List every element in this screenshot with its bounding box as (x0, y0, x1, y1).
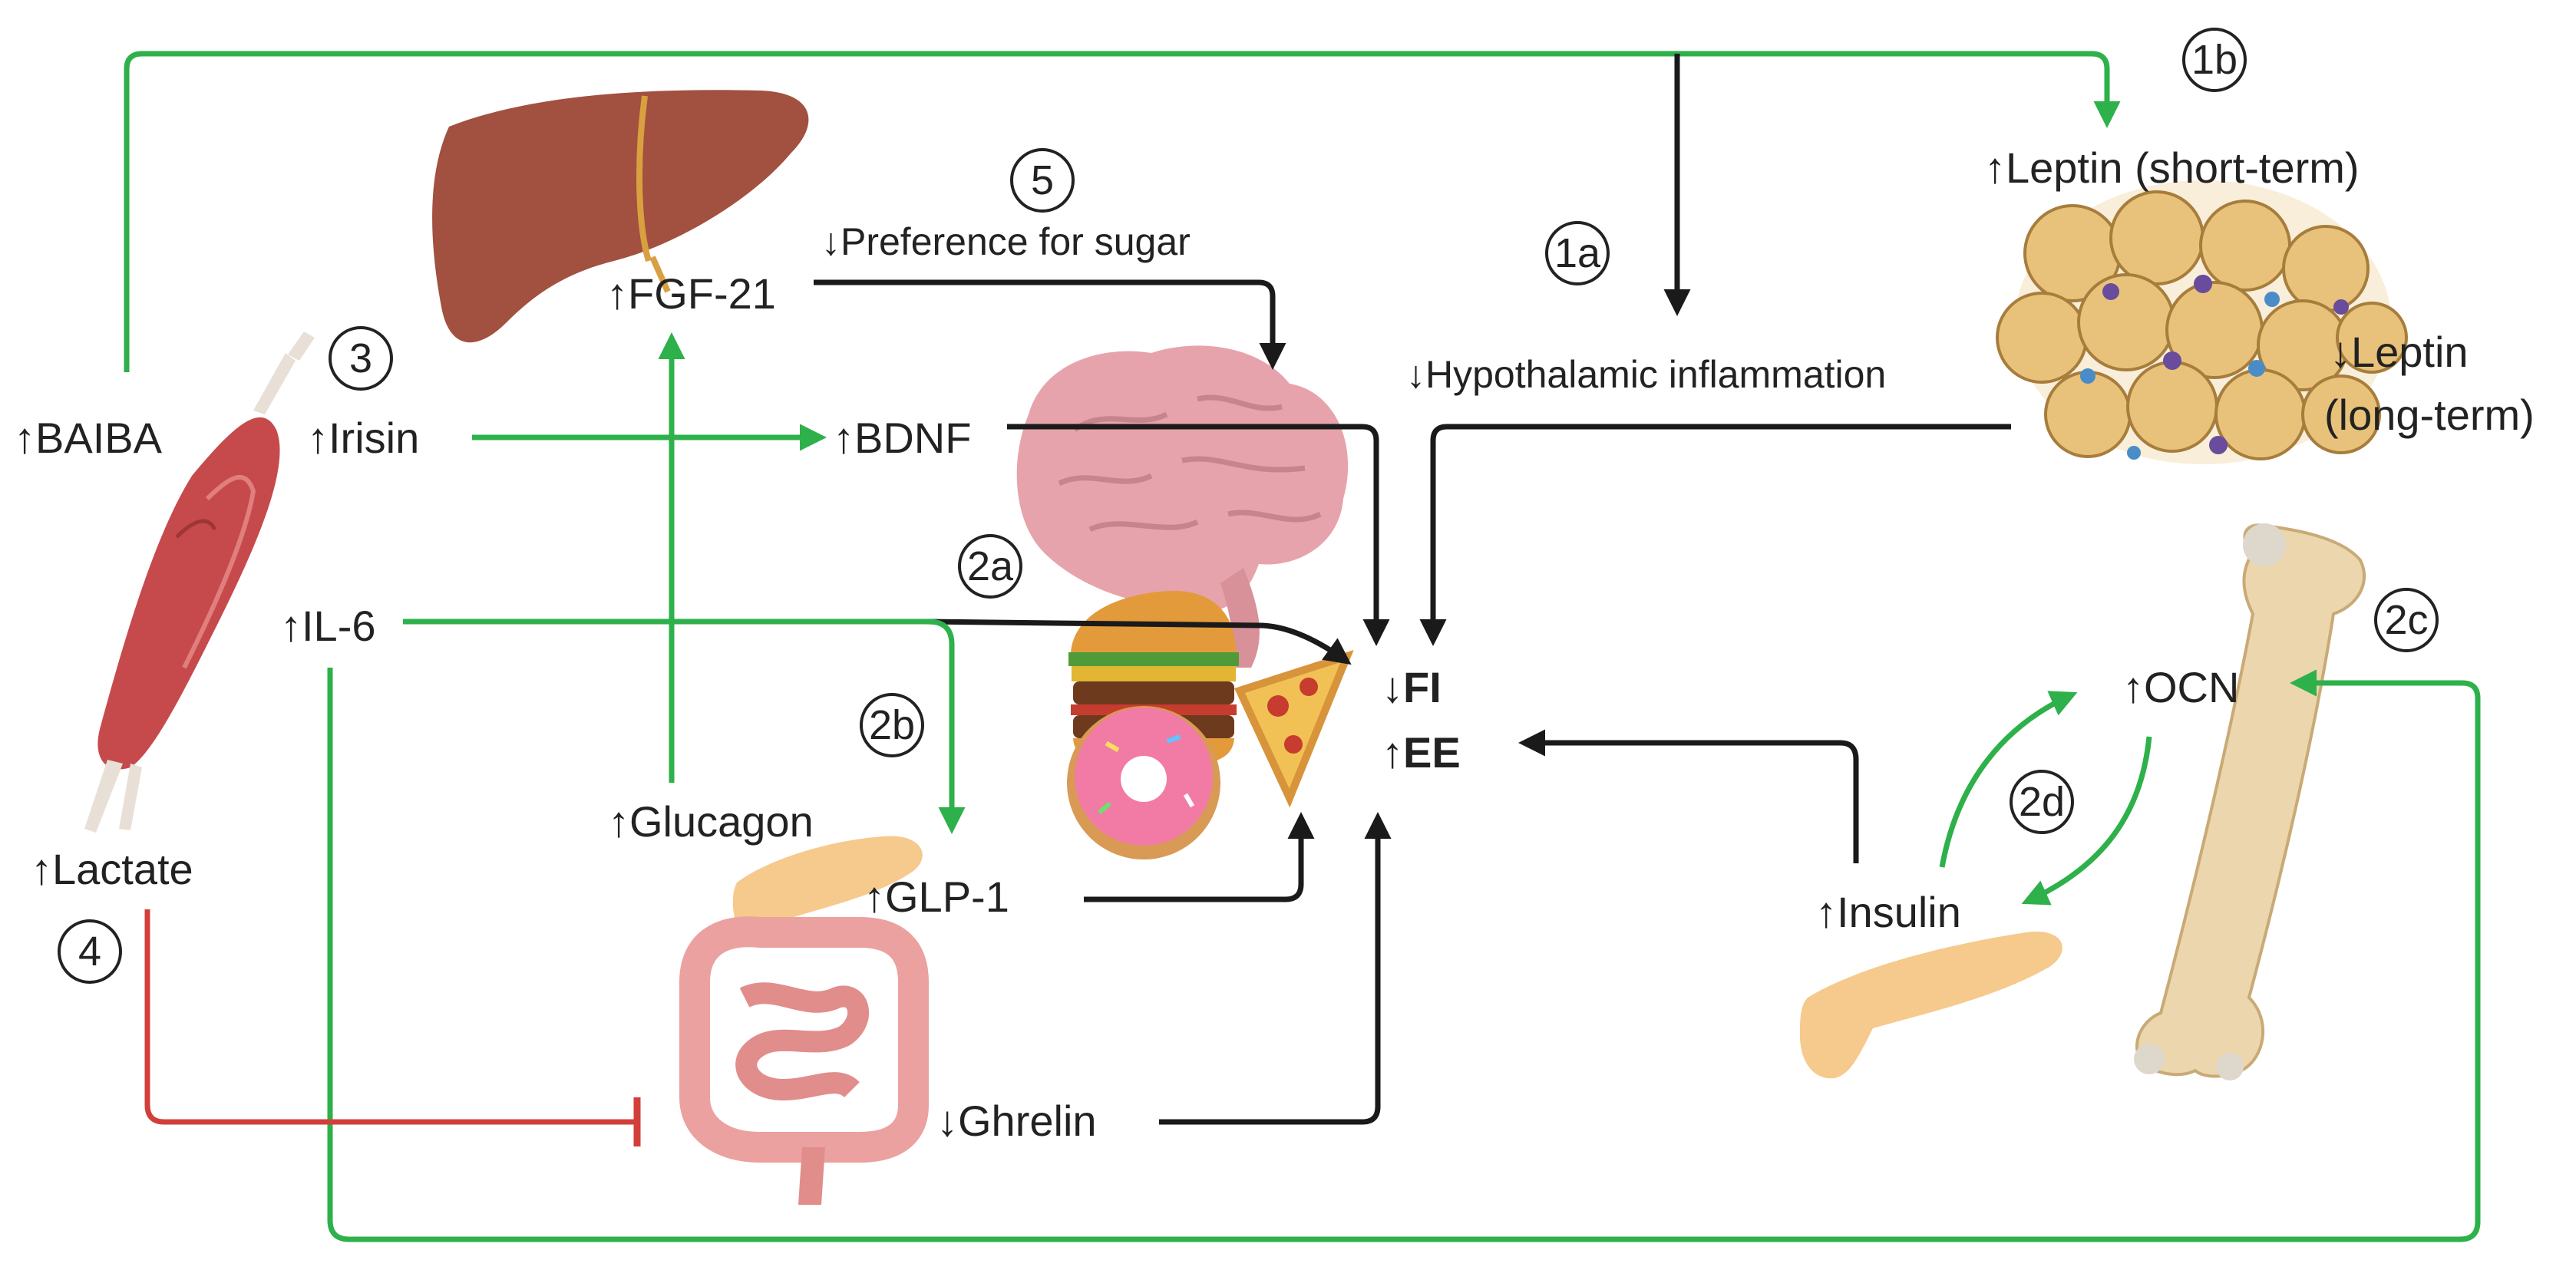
label-bdnf: ↑BDNF (833, 414, 971, 462)
arrow-loop-to-ocn (327, 668, 2481, 1242)
label-baiba: ↑BAIBA (14, 414, 163, 462)
label-ee: ↑EE (1382, 728, 1461, 777)
arrow-insulin-to-ee (1518, 729, 1859, 863)
label-insulin: ↑Insulin (1815, 888, 1961, 936)
step-4: 4 (58, 919, 122, 984)
label-ocn: ↑OCN (2122, 663, 2239, 711)
liver-illustration (432, 90, 809, 343)
step-2c-label: 2c (2384, 597, 2428, 643)
step-3: 3 (329, 326, 393, 391)
muscle-illustration (84, 332, 315, 833)
label-lactate: ↑Lactate (31, 845, 193, 893)
inhibit-lactate-to-gut (144, 909, 637, 1125)
step-2a-label: 2a (967, 543, 1014, 589)
bone-illustration (2134, 523, 2366, 1080)
step-2a: 2a (958, 534, 1022, 599)
step-2c: 2c (2374, 588, 2439, 652)
label-fi: ↓FI (1382, 663, 1442, 711)
step-5-label: 5 (1031, 157, 1054, 203)
adipose-tissue-illustration (1996, 180, 2408, 464)
brain-illustration (1016, 345, 1349, 668)
arrow-bdnf-to-fi (1007, 424, 1390, 646)
label-il6: ↑IL-6 (280, 602, 376, 650)
arrow-insulin-to-ocn (1939, 691, 2078, 868)
step-2b-label: 2b (869, 702, 915, 748)
step-3-label: 3 (349, 335, 372, 381)
label-leptin-long: ↓Leptin (2330, 328, 2469, 376)
step-5: 5 (1010, 148, 1075, 213)
step-1b: 1b (2182, 28, 2247, 92)
arrow-glp1-to-fi (1084, 812, 1315, 902)
intestine-illustration (679, 916, 929, 1205)
arrow-il6-to-fi (924, 619, 1352, 665)
pancreas-illustration (1800, 932, 2062, 1079)
step-2d-label: 2d (2019, 779, 2065, 825)
step-1b-label: 1b (2191, 37, 2237, 83)
label-leptin-short: ↑Leptin (short-term) (1984, 144, 2360, 192)
arrow-baiba-to-leptin (124, 51, 2121, 372)
step-2d: 2d (2010, 770, 2074, 834)
arrow-leptin-to-fi (1419, 424, 2011, 646)
label-sugar-preference: ↓Preference for sugar (821, 220, 1191, 263)
label-fgf21: ↑FGF-21 (606, 269, 776, 318)
label-glucagon: ↑Glucagon (608, 797, 814, 846)
label-hypothalamic: ↓Hypothalamic inflammation (1406, 353, 1886, 396)
arrow-ghrelin-to-ee (1159, 812, 1392, 1125)
step-4-label: 4 (78, 929, 101, 975)
step-2b: 2b (860, 693, 924, 757)
label-irisin: ↑Irisin (307, 414, 419, 462)
step-1a: 1a (1545, 221, 1610, 285)
arrow-sugar-to-brain (814, 279, 1286, 370)
label-leptin-long-term: (long-term) (2324, 391, 2535, 439)
arrow-ocn-to-insulin (2021, 736, 2152, 906)
food-illustration (1067, 591, 1354, 859)
label-glp1: ↑GLP-1 (864, 873, 1009, 921)
step-1a-label: 1a (1554, 230, 1601, 276)
label-ghrelin: ↓Ghrelin (936, 1097, 1097, 1145)
arrow-il6-to-glp1 (403, 619, 966, 834)
